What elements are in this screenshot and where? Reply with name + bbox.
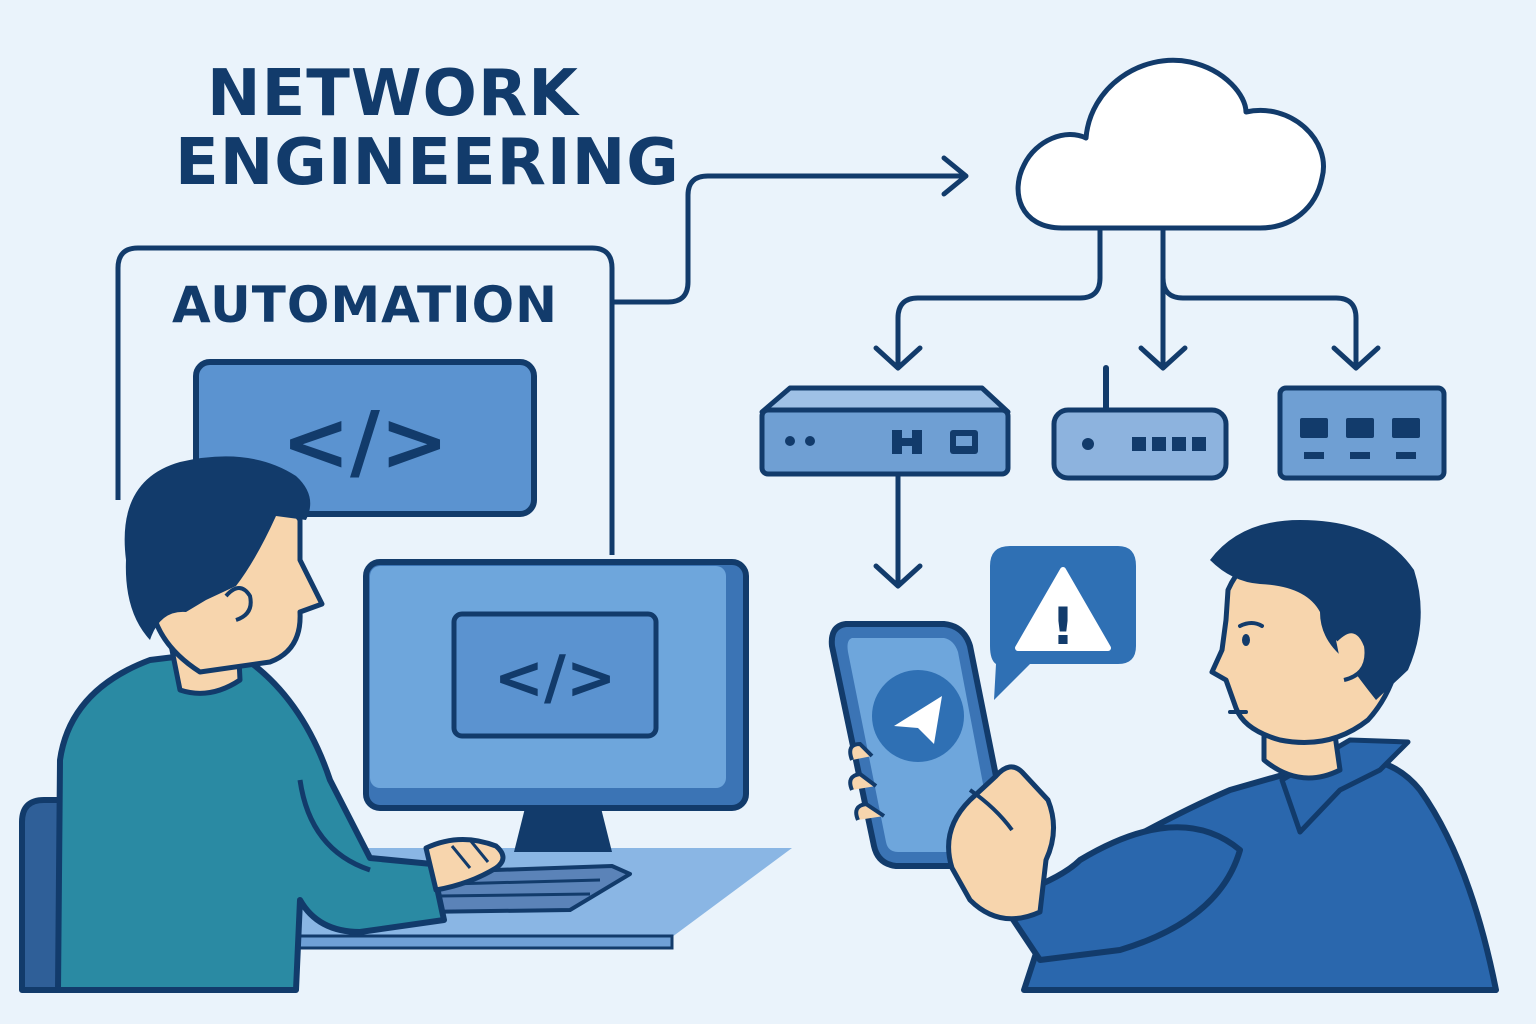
engineer-with-phone (848, 520, 1499, 993)
arrow-right-icon (941, 155, 969, 197)
code-icon: </> (494, 643, 616, 713)
router-icon (1051, 365, 1229, 481)
title-line-engineering: ENGINEERING (175, 126, 680, 201)
cloud-icon (1015, 57, 1326, 231)
arrow-down-icon (873, 563, 923, 589)
title-line-network: NETWORK (207, 57, 579, 131)
alert-bubble: ! (990, 546, 1136, 700)
automation-bracket (115, 245, 615, 555)
code-icon: </> (281, 395, 448, 490)
monitor: </> (363, 559, 749, 852)
cloud-distribution-lines (873, 227, 1381, 371)
connector-to-cloud (611, 173, 963, 305)
server-icon (759, 385, 1011, 477)
warning-icon (1015, 567, 1111, 651)
page-title: NETWORK ENGINEERING (175, 57, 695, 201)
switch-icon (1277, 385, 1447, 481)
engineer-at-desk (55, 456, 506, 993)
exclamation-mark: ! (1051, 597, 1075, 657)
telegram-icon (894, 696, 942, 744)
automation-label: AUTOMATION (172, 276, 559, 334)
